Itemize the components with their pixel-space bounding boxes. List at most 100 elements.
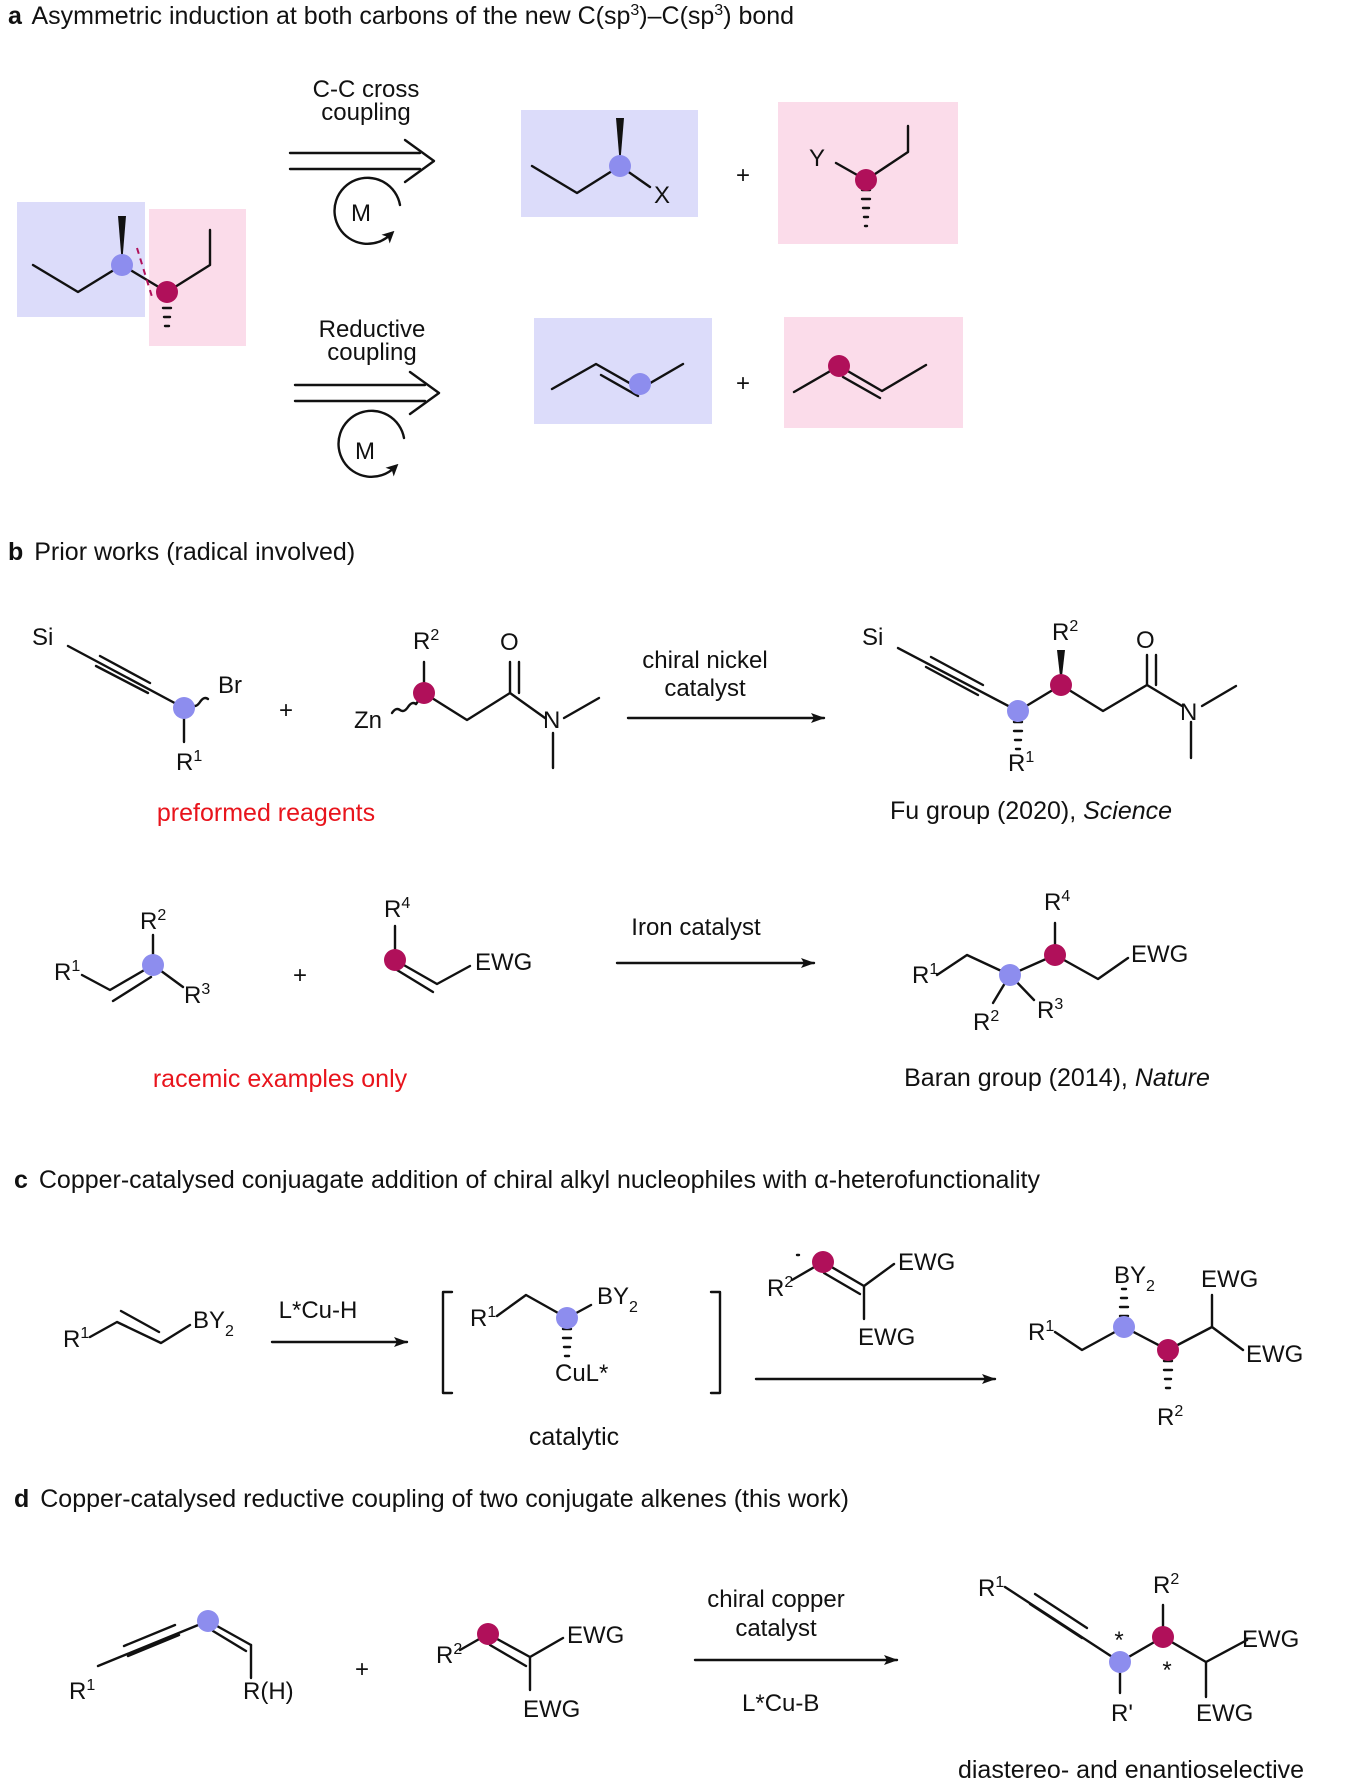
svg-text:R2: R2	[767, 1274, 793, 1302]
cub-reagent: L*Cu-B	[742, 1690, 819, 1717]
r2-label: R2	[413, 627, 439, 655]
svg-text:R3: R3	[1037, 996, 1063, 1024]
section-c-title: c Copper-catalysed conjuagate addition o…	[14, 1166, 1040, 1194]
svg-text:R(H): R(H)	[243, 1678, 294, 1705]
svg-text:R2: R2	[1052, 618, 1078, 646]
svg-text:EWG: EWG	[523, 1696, 580, 1723]
svg-text:EWG: EWG	[858, 1324, 915, 1351]
copper-arrow-label-1: chiral copper	[707, 1586, 844, 1613]
svg-text:O: O	[500, 629, 519, 656]
svg-text:EWG: EWG	[1196, 1700, 1253, 1727]
copper-arrow-label-2: catalyst	[735, 1615, 817, 1642]
alkene-fragment-pink	[792, 355, 928, 400]
vinyl-boronate: R1 BY2	[63, 1307, 234, 1353]
svg-text:Si: Si	[862, 624, 883, 651]
michael-acceptor-c: R2 EWG EWG	[767, 1249, 955, 1351]
magenta-stereocenter-dot	[156, 281, 178, 303]
route1-label-2: coupling	[321, 99, 410, 126]
svg-text:R1: R1	[912, 961, 938, 989]
svg-text:*: *	[1162, 1657, 1171, 1684]
nucleophile-fragment: Y	[809, 124, 910, 228]
svg-text:M: M	[355, 438, 375, 465]
coupling-product: * * R1 R2 EWG R' EWG	[978, 1571, 1299, 1727]
plus-b1: +	[279, 697, 293, 724]
svg-text:EWG: EWG	[1201, 1266, 1258, 1293]
disconnection-line	[136, 247, 154, 301]
svg-text:EWG: EWG	[1246, 1341, 1303, 1368]
alkene-fragment-blue	[550, 362, 685, 398]
trisubstituted-alkene: R1 R2 R3	[54, 907, 210, 1009]
svg-text:BY2: BY2	[597, 1283, 638, 1316]
svg-text:Zn: Zn	[354, 707, 382, 734]
route2-label-2: coupling	[327, 339, 416, 366]
blue-stereocenter-dot	[111, 254, 133, 276]
section-d-title: d Copper-catalysed reductive coupling of…	[14, 1485, 849, 1513]
enyne-substrate: R1 R(H)	[69, 1610, 294, 1705]
retro-arrow-2	[293, 370, 441, 416]
racemic-note: racemic examples only	[153, 1065, 408, 1093]
svg-text:EWG: EWG	[475, 949, 532, 976]
svg-text:R4: R4	[384, 895, 410, 923]
svg-text:BY2: BY2	[1114, 1262, 1155, 1295]
svg-text:EWG: EWG	[567, 1622, 624, 1649]
svg-text:R3: R3	[184, 981, 210, 1009]
svg-text:R2: R2	[973, 1008, 999, 1036]
svg-text:R2: R2	[1157, 1403, 1183, 1431]
section-b-title: b Prior works (radical involved)	[8, 538, 355, 566]
svg-text:BY2: BY2	[193, 1307, 234, 1340]
plus-a1: +	[736, 162, 750, 189]
svg-text:Y: Y	[809, 145, 825, 172]
catalytic-label: catalytic	[529, 1423, 619, 1451]
nickel-arrow-label-1: chiral nickel	[642, 647, 767, 674]
svg-text:R': R'	[1111, 1700, 1133, 1727]
baran-product: R1 R4 EWG R2 R3	[912, 888, 1188, 1036]
plus-d: +	[355, 1656, 369, 1683]
fu-reference: Fu group (2020), Science	[890, 797, 1172, 825]
svg-text:M: M	[351, 200, 371, 227]
svg-text:R2: R2	[140, 907, 166, 935]
svg-text:R1: R1	[1008, 749, 1034, 777]
metal-cycle-1: M	[333, 176, 402, 246]
svg-text:R1: R1	[470, 1304, 496, 1332]
route2-label-1: Reductive	[319, 316, 426, 343]
svg-text:R2: R2	[436, 1641, 462, 1669]
alkylcopper-intermediate: R1 BY2 CuL*	[470, 1283, 638, 1387]
svg-text:Si: Si	[32, 624, 53, 651]
bracket-left	[441, 1290, 454, 1395]
plus-a2: +	[736, 370, 750, 397]
iron-arrow-label: Iron catalyst	[631, 914, 761, 941]
michael-acceptor-b: R4 EWG	[384, 895, 532, 994]
plus-b2: +	[293, 962, 307, 989]
svg-text:R4: R4	[1044, 888, 1070, 916]
svg-text:R1: R1	[978, 1574, 1004, 1602]
metal-cycle-2: M	[337, 409, 406, 479]
conjugate-addition-product: R1 BY2 EWG EWG R2	[1028, 1262, 1303, 1431]
route1-label-1: C-C cross	[313, 76, 420, 103]
r1-label: R1	[176, 748, 202, 776]
preformed-reagents-note: preformed reagents	[157, 799, 375, 827]
baran-reference: Baran group (2014), Nature	[904, 1064, 1210, 1092]
svg-text:Br: Br	[218, 672, 242, 699]
target-molecule	[31, 216, 212, 328]
pink-fragment-box	[149, 209, 246, 346]
svg-text:R1: R1	[54, 958, 80, 986]
svg-text:R1: R1	[1028, 1318, 1054, 1346]
product-box-pink-2	[784, 317, 963, 428]
wedge-bond	[118, 216, 126, 265]
svg-text:R1: R1	[69, 1677, 95, 1705]
selectivity-note: diastereo- and enantioselective	[958, 1756, 1304, 1778]
svg-text:N: N	[543, 707, 560, 734]
svg-text:EWG: EWG	[1131, 941, 1188, 968]
retro-arrow-1	[288, 138, 436, 184]
section-a-title: a Asymmetric induction at both carbons o…	[8, 2, 794, 30]
svg-text:N: N	[1180, 699, 1197, 726]
bracket-right	[709, 1290, 722, 1395]
svg-text:O: O	[1136, 627, 1155, 654]
svg-text:R2: R2	[1153, 1571, 1179, 1599]
nickel-arrow-label-2: catalyst	[664, 675, 746, 702]
svg-text:*: *	[1114, 1627, 1123, 1654]
svg-text:X: X	[654, 182, 670, 209]
fu-product: Si R2 O N R1	[862, 618, 1238, 777]
